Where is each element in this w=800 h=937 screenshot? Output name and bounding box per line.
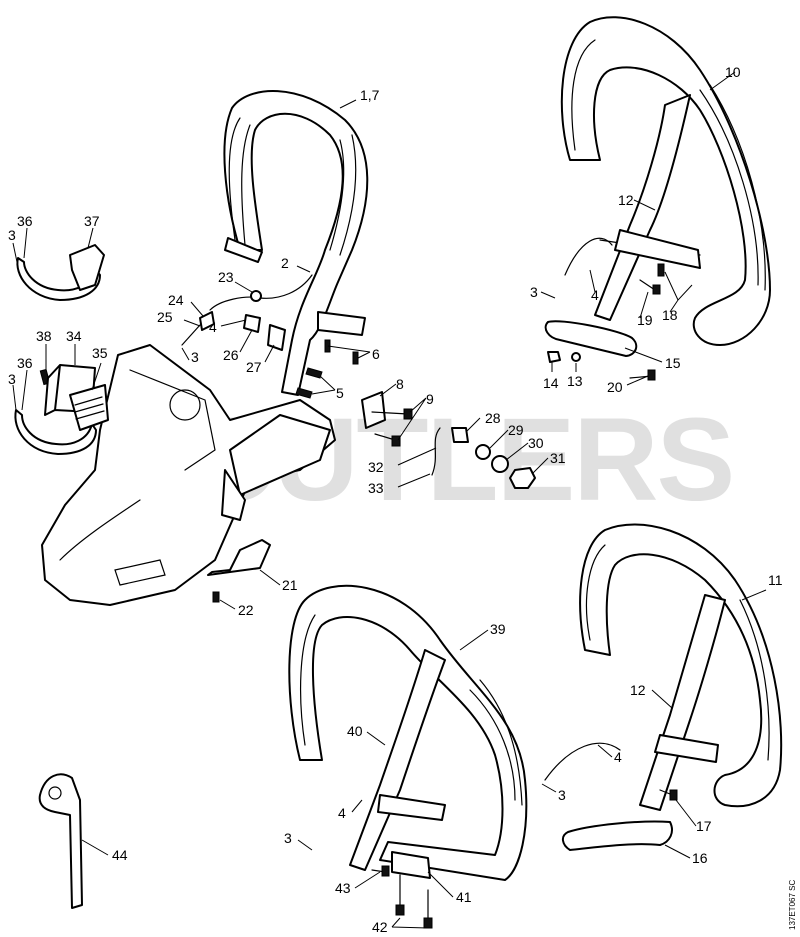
callout-13: 13 (567, 373, 583, 389)
screws-5-6 (295, 339, 359, 399)
bracket-21 (207, 539, 271, 576)
handlebar-1-7 (223, 90, 369, 396)
callout-3-lower-mid: 3 (284, 830, 292, 846)
callout-5: 5 (336, 385, 344, 401)
callout-39: 39 (490, 621, 506, 637)
plate-8 (361, 391, 386, 429)
callout-37: 37 (84, 213, 100, 229)
callout-27: 27 (246, 359, 262, 375)
callout-12-top: 12 (618, 192, 634, 208)
screw-20 (629, 369, 656, 381)
callout-1-7: 1,7 (360, 87, 380, 103)
washer-29 (475, 444, 491, 460)
callout-14: 14 (543, 375, 559, 391)
callout-4-upper: 4 (209, 319, 217, 335)
nut-31 (509, 467, 536, 489)
callout-11: 11 (768, 572, 783, 588)
callout-31: 31 (550, 450, 566, 466)
washer-30 (491, 455, 509, 473)
callout-33: 33 (368, 480, 384, 496)
handlebar-11 (544, 523, 783, 811)
callout-26: 26 (223, 347, 239, 363)
screws-42 (395, 874, 433, 929)
callout-18: 18 (662, 307, 678, 323)
callout-36-top: 36 (17, 213, 33, 229)
callout-15: 15 (665, 355, 681, 371)
callout-28: 28 (485, 410, 501, 426)
callout-3-bottom-right: 3 (558, 787, 566, 803)
wrench-44 (38, 773, 83, 909)
engine-housing (41, 344, 336, 606)
callout-29: 29 (508, 422, 524, 438)
callout-3-top-right: 3 (530, 284, 538, 300)
part-16 (562, 820, 673, 851)
callout-4-lower-mid: 4 (338, 805, 346, 821)
leader-lines (12, 71, 767, 929)
callout-4-bottom-right: 4 (614, 749, 622, 765)
callout-35: 35 (92, 345, 108, 361)
clamp-36-mid (14, 409, 97, 455)
clip-37 (69, 244, 105, 291)
figure-code: 137ET067 SC (788, 880, 797, 930)
callout-10: 10 (725, 64, 741, 80)
screws-18-19 (639, 263, 665, 295)
callout-4-top-right: 4 (591, 287, 599, 303)
callout-24: 24 (168, 292, 184, 308)
callout-16: 16 (692, 850, 708, 866)
part-15 (544, 320, 638, 357)
callout-30: 30 (528, 435, 544, 451)
callout-3-mid-left: 3 (8, 371, 16, 387)
callout-labels: 1,7 2 10 12 3 4 19 18 15 14 13 20 36 3 3… (8, 64, 783, 935)
callout-8: 8 (396, 376, 404, 392)
callout-23: 23 (218, 269, 234, 285)
callout-32: 32 (368, 459, 384, 475)
callout-6: 6 (372, 346, 380, 362)
callout-22: 22 (238, 602, 254, 618)
callout-21: 21 (282, 577, 298, 593)
screws-9 (371, 408, 413, 447)
clip-28 (451, 427, 469, 443)
screw-43 (371, 865, 390, 877)
handlebar-39 (288, 584, 528, 881)
washer-13 (571, 352, 581, 362)
wire-parts-23-27 (181, 274, 313, 351)
callout-17: 17 (696, 818, 712, 834)
callout-36-mid: 36 (17, 355, 33, 371)
callout-20: 20 (607, 379, 623, 395)
callout-9: 9 (426, 391, 434, 407)
callout-42: 42 (372, 919, 388, 935)
block-41 (391, 851, 431, 879)
callout-41: 41 (456, 889, 472, 905)
screw-14 (547, 351, 561, 363)
callout-38: 38 (36, 328, 52, 344)
callout-2: 2 (281, 255, 289, 271)
handlebar-10 (560, 16, 771, 346)
callout-3-upper: 3 (191, 349, 199, 365)
screw-22 (212, 591, 220, 603)
callout-19: 19 (637, 312, 653, 328)
callout-43: 43 (335, 880, 351, 896)
callout-25: 25 (157, 309, 173, 325)
callout-34: 34 (66, 328, 82, 344)
callout-12-bottom: 12 (630, 682, 646, 698)
screw-17 (659, 789, 678, 801)
callout-40: 40 (347, 723, 363, 739)
callout-3-top-left: 3 (8, 227, 16, 243)
callout-44: 44 (112, 847, 128, 863)
